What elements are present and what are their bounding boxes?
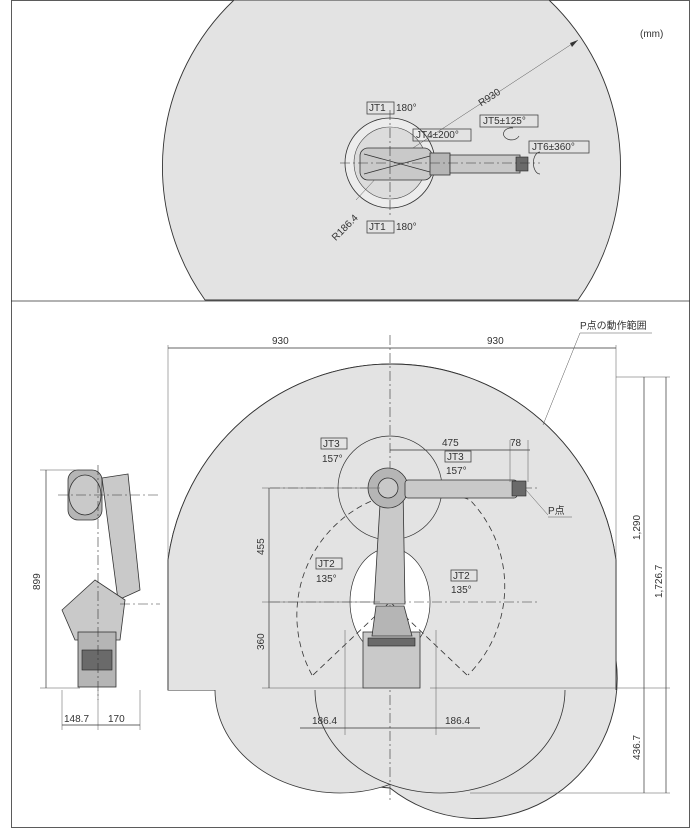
jt5-rotation-arrow: [503, 127, 520, 141]
dim-455: 455: [256, 538, 267, 555]
dim-360: 360: [256, 633, 267, 650]
r930-line: [389, 39, 579, 164]
front-elbow-cap: [377, 477, 399, 499]
jt1-bottom-box: [366, 220, 395, 234]
jt2-left-box: [315, 557, 343, 570]
jt3-right-value: 157°: [446, 466, 467, 477]
jt2-limit-left: [311, 601, 391, 677]
top-view: R930 R186.4 JT1 180° JT4±200° JT5±125° J…: [162, 0, 621, 301]
side-width-left: 148.7: [64, 714, 89, 725]
side-height: 899: [32, 573, 43, 590]
side-width-right: 170: [108, 714, 125, 725]
top-wrist: [515, 156, 529, 172]
dim-436: 436.7: [632, 735, 643, 760]
p-point-leader: [525, 489, 549, 516]
jt3-left-tag: JT3: [323, 439, 340, 450]
dim-186-right: 186.4: [445, 716, 470, 727]
jt2-left-value: 135°: [316, 574, 337, 585]
side-view: 899 148.7 170: [32, 465, 160, 730]
dim-186-left: 186.4: [312, 716, 337, 727]
jt5-label: JT5±125°: [483, 116, 526, 127]
front-wrist: [511, 480, 527, 497]
jt2-right-tag: JT2: [453, 571, 470, 582]
jt3-left-value: 157°: [322, 454, 343, 465]
jt6-label: JT6±360°: [532, 142, 575, 153]
p-point-label: P点: [548, 505, 565, 517]
jt3-left-box: [320, 437, 348, 450]
r930-arrow: [570, 40, 578, 47]
unit-label: (mm): [640, 29, 663, 40]
range-label: P点の動作範囲: [580, 319, 647, 332]
jt5-box: [479, 114, 539, 128]
side-base-detail: [81, 649, 113, 671]
jt2-right-box: [450, 569, 478, 582]
range-leader: [542, 332, 581, 426]
top-forearm: [449, 154, 521, 174]
top-arm-detail-2: [363, 155, 431, 175]
top-elbow: [429, 152, 451, 176]
robot-front: [362, 467, 527, 689]
jt3-right-box: [444, 450, 472, 463]
front-base-band: [367, 637, 416, 647]
dim-930-right: 930: [487, 336, 504, 347]
jt4-label: JT4±200°: [416, 130, 459, 141]
jt1-bottom-value: 180°: [396, 222, 417, 233]
front-lower-joint: [371, 605, 413, 637]
jt2-right-value: 135°: [451, 585, 472, 596]
dim-78: 78: [510, 438, 522, 449]
jt1-top-tag: JT1: [369, 103, 386, 114]
jt3-right-tag: JT3: [447, 452, 464, 463]
jt2-left-tag: JT2: [318, 559, 335, 570]
side-arm: [101, 473, 141, 601]
jt1-top-box: [366, 101, 395, 115]
jt2-limit-right: [389, 601, 469, 677]
jt1-bottom-tag: JT1: [369, 222, 386, 233]
top-shoulder: [359, 147, 433, 181]
side-shoulder: [61, 579, 126, 641]
dim-1290: 1,290: [632, 515, 643, 540]
front-view: 930 930 P点の動作範囲 475 78 JT3 157° JT3 157°…: [167, 319, 670, 819]
dim-475: 475: [442, 438, 459, 449]
jt4-box: [412, 128, 472, 142]
jt1-top-value: 180°: [396, 103, 417, 114]
dim-1726: 1,726.7: [654, 564, 665, 598]
jt6-box: [528, 140, 590, 154]
front-forearm: [404, 479, 518, 499]
dim-930-left: 930: [272, 336, 289, 347]
